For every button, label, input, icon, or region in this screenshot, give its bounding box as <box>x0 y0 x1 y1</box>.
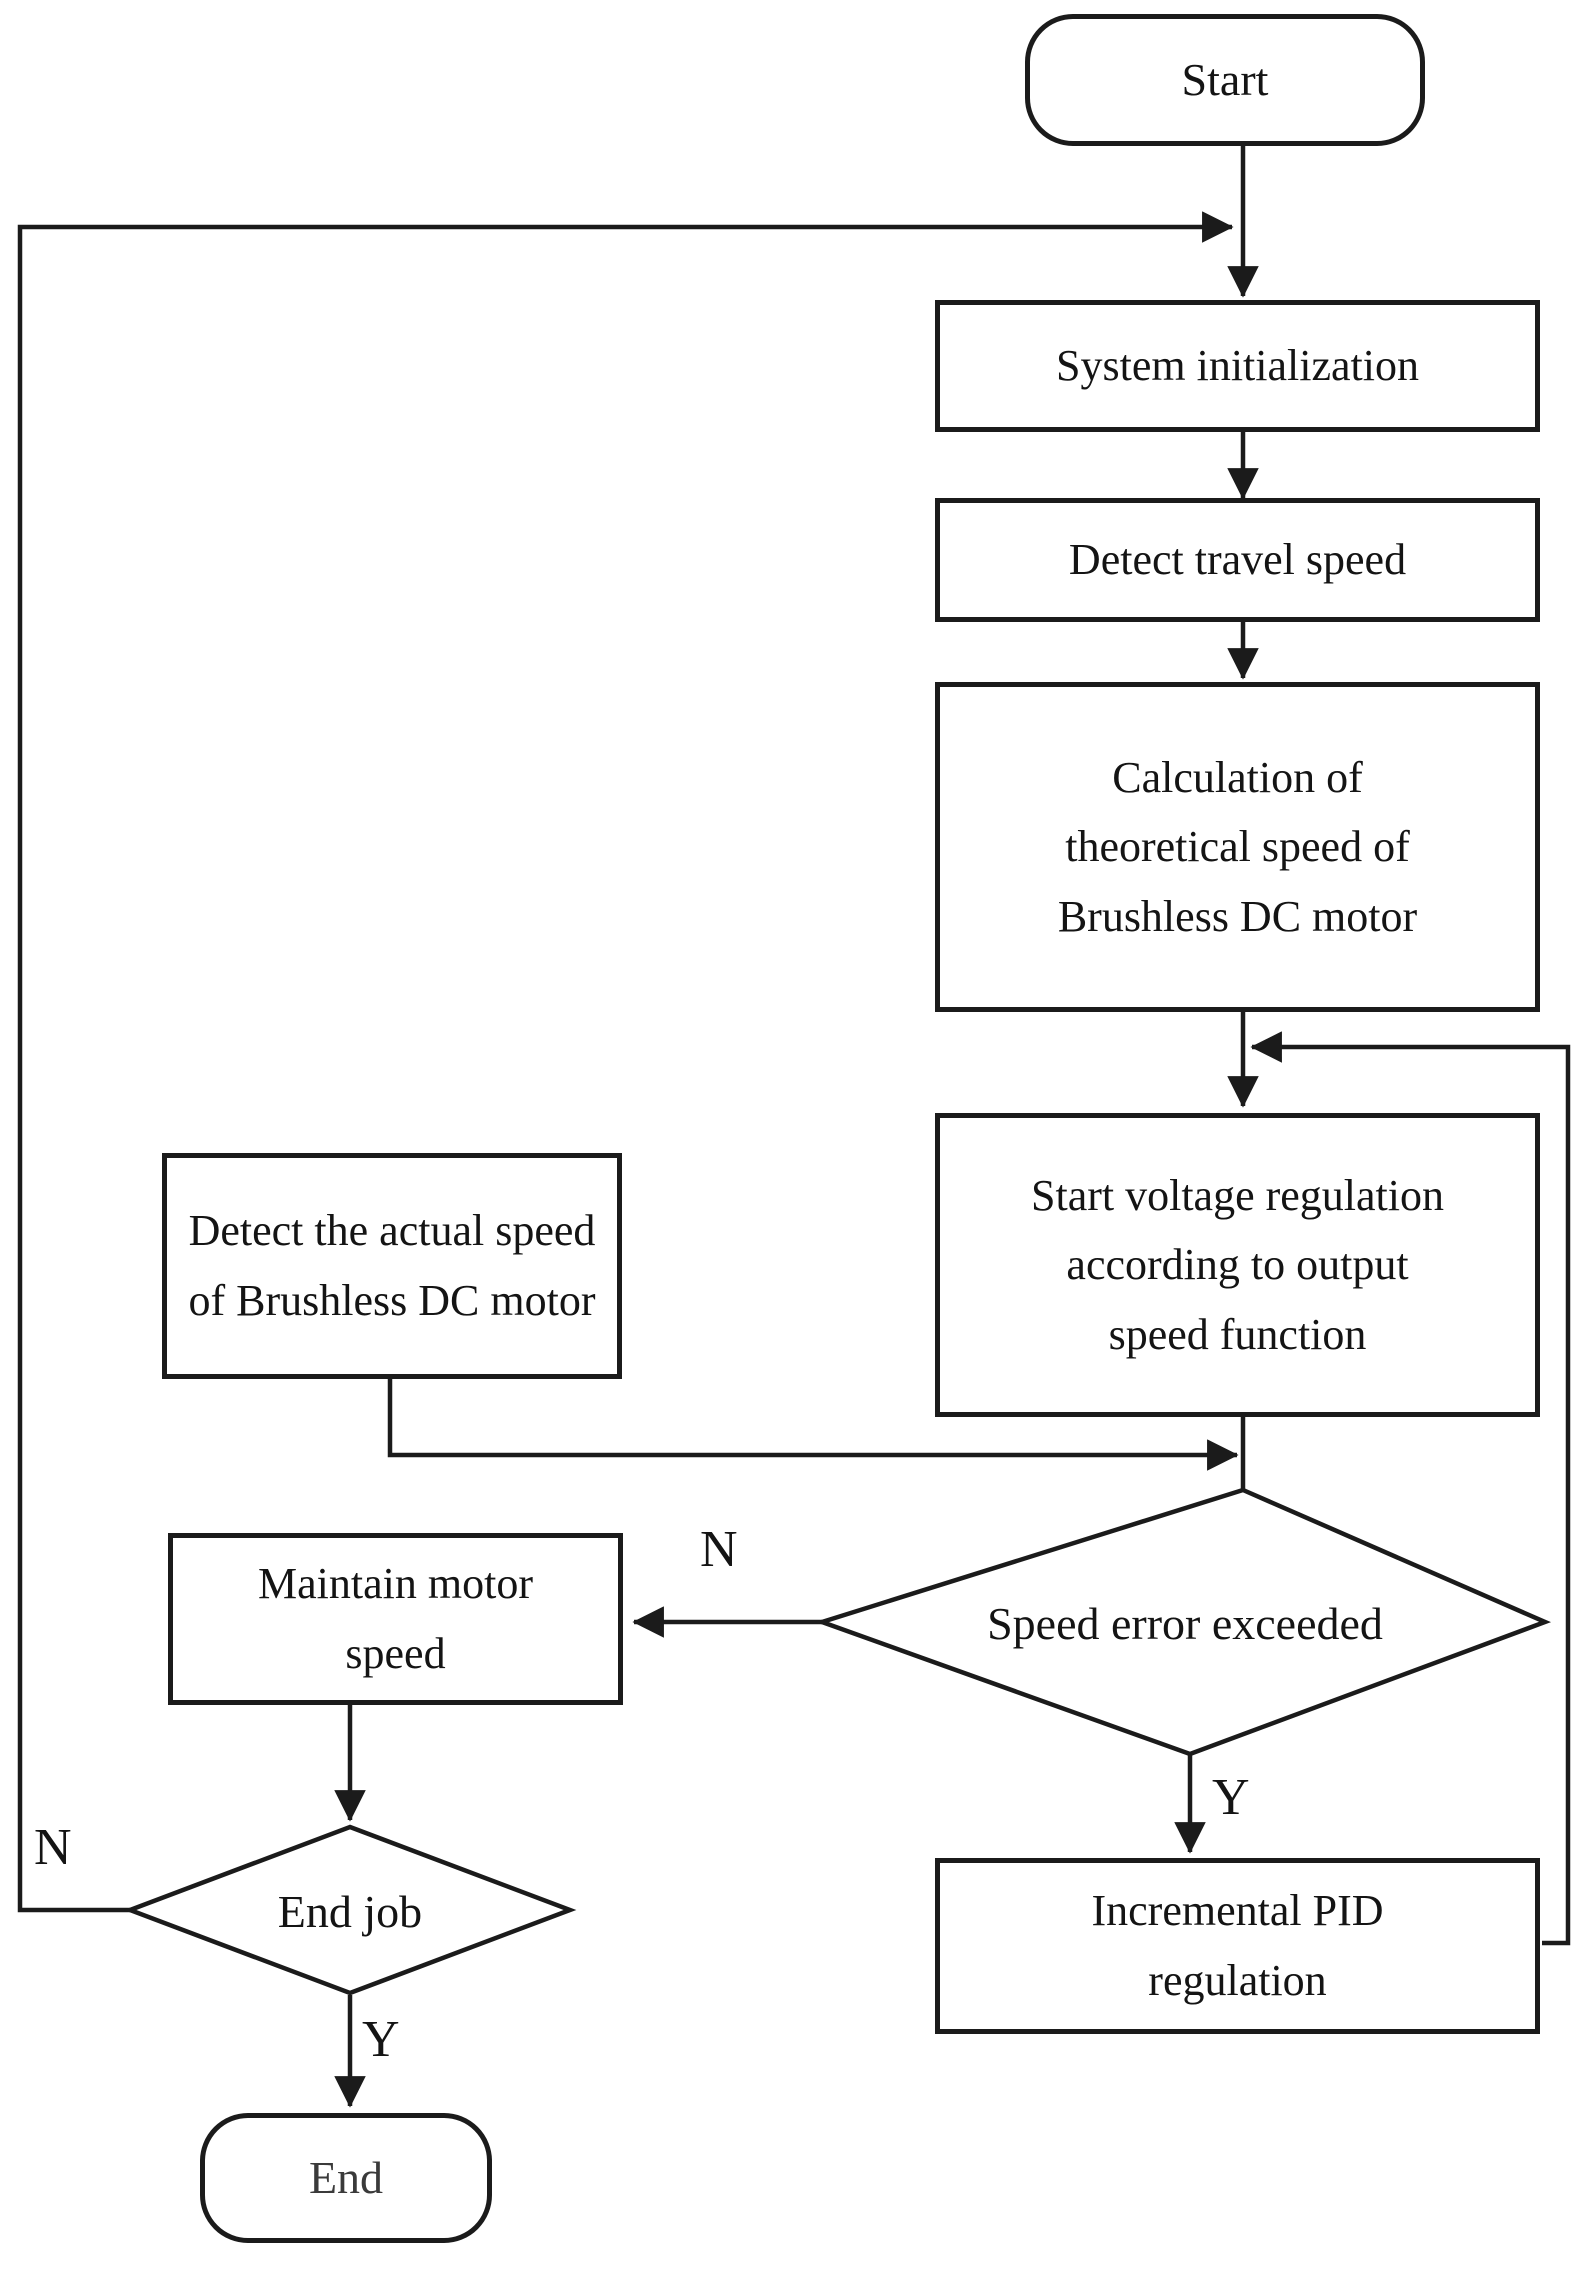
end-job-decision-shape <box>123 1824 577 1996</box>
calc-line-3: Brushless DC motor <box>1057 891 1418 941</box>
incremental-pid-node: Incremental PID regulation <box>935 1858 1540 2034</box>
detect-travel-speed-node: Detect travel speed <box>935 498 1540 622</box>
end-job-no-label: N <box>34 1819 72 1876</box>
speed-error-no-label: N <box>700 1521 738 1578</box>
system-init-node: System initialization <box>935 300 1540 432</box>
end-label: End <box>308 2151 384 2203</box>
pid-line-1: Incremental PID <box>1091 1886 1384 1936</box>
edge-pid-feedback-loop <box>1250 1031 1571 1946</box>
edge-detect-actual-join <box>387 1379 1239 1471</box>
calc-line-1: Calculation of <box>1112 752 1363 802</box>
calc-line-2: theoretical speed of <box>1065 822 1410 872</box>
start-voltage-regulation-node: Start voltage regulation according to ou… <box>935 1113 1540 1417</box>
speed-error-decision-shape <box>814 1487 1552 1757</box>
detect-actual-speed-node: Detect the actual speed of Brushless DC … <box>162 1153 622 1379</box>
maintain-line-1: Maintain motor <box>258 1559 533 1609</box>
end-job-yes-label: Y <box>362 2011 400 2068</box>
maintain-motor-speed-node: Maintain motor speed <box>168 1533 623 1705</box>
detect-actual-line-2: of Brushless DC motor <box>188 1275 596 1325</box>
voltage-line-1: Start voltage regulation <box>1031 1170 1444 1220</box>
pid-line-2: regulation <box>1148 1956 1327 2005</box>
calc-theoretical-speed-node: Calculation of theoretical speed of Brus… <box>935 682 1540 1012</box>
speed-error-yes-label: Y <box>1212 1769 1250 1826</box>
start-node: Start <box>1025 14 1425 146</box>
voltage-line-2: according to output <box>1066 1240 1409 1290</box>
end-node: End <box>200 2113 492 2243</box>
system-init-label: System initialization <box>1056 341 1419 391</box>
detect-actual-line-1: Detect the actual speed <box>188 1206 596 1255</box>
voltage-line-3: speed function <box>1108 1309 1367 1359</box>
speed-error-decision-label: Speed error exceeded <box>987 1597 1383 1649</box>
edge-endjob-no-loop <box>17 211 1234 1913</box>
start-label: Start <box>1181 53 1269 105</box>
maintain-line-2: speed <box>345 1629 446 1678</box>
end-job-decision-label: End job <box>277 1885 423 1937</box>
detect-travel-speed-label: Detect travel speed <box>1068 535 1407 585</box>
